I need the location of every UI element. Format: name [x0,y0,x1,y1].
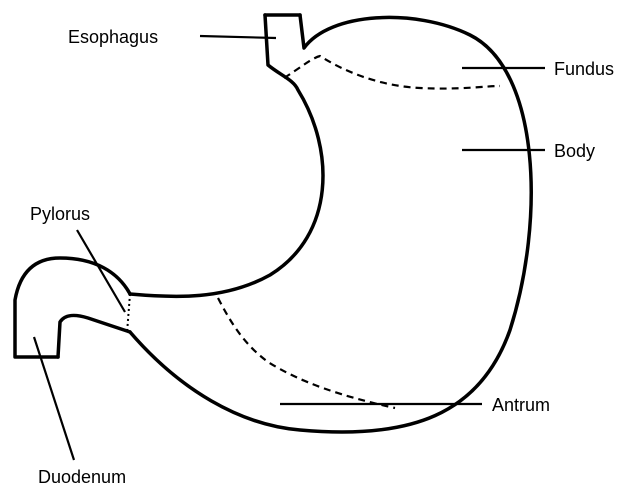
pylorus-boundary [127,294,130,333]
fundus-label: Fundus [554,59,614,79]
duodenum-label: Duodenum [38,467,126,487]
pylorus-label: Pylorus [30,204,90,224]
duodenum-lower [58,315,130,357]
pylorus-leader [77,230,125,312]
lesser-curvature [130,15,323,296]
esophagus-label: Esophagus [68,27,158,47]
body-label: Body [554,141,595,161]
duodenum-upper [15,258,130,357]
antrum-label: Antrum [492,395,550,415]
antrum-boundary [218,298,395,408]
stomach-outline [15,15,531,432]
greater-curvature [130,15,531,432]
fundus-boundary [284,56,500,89]
